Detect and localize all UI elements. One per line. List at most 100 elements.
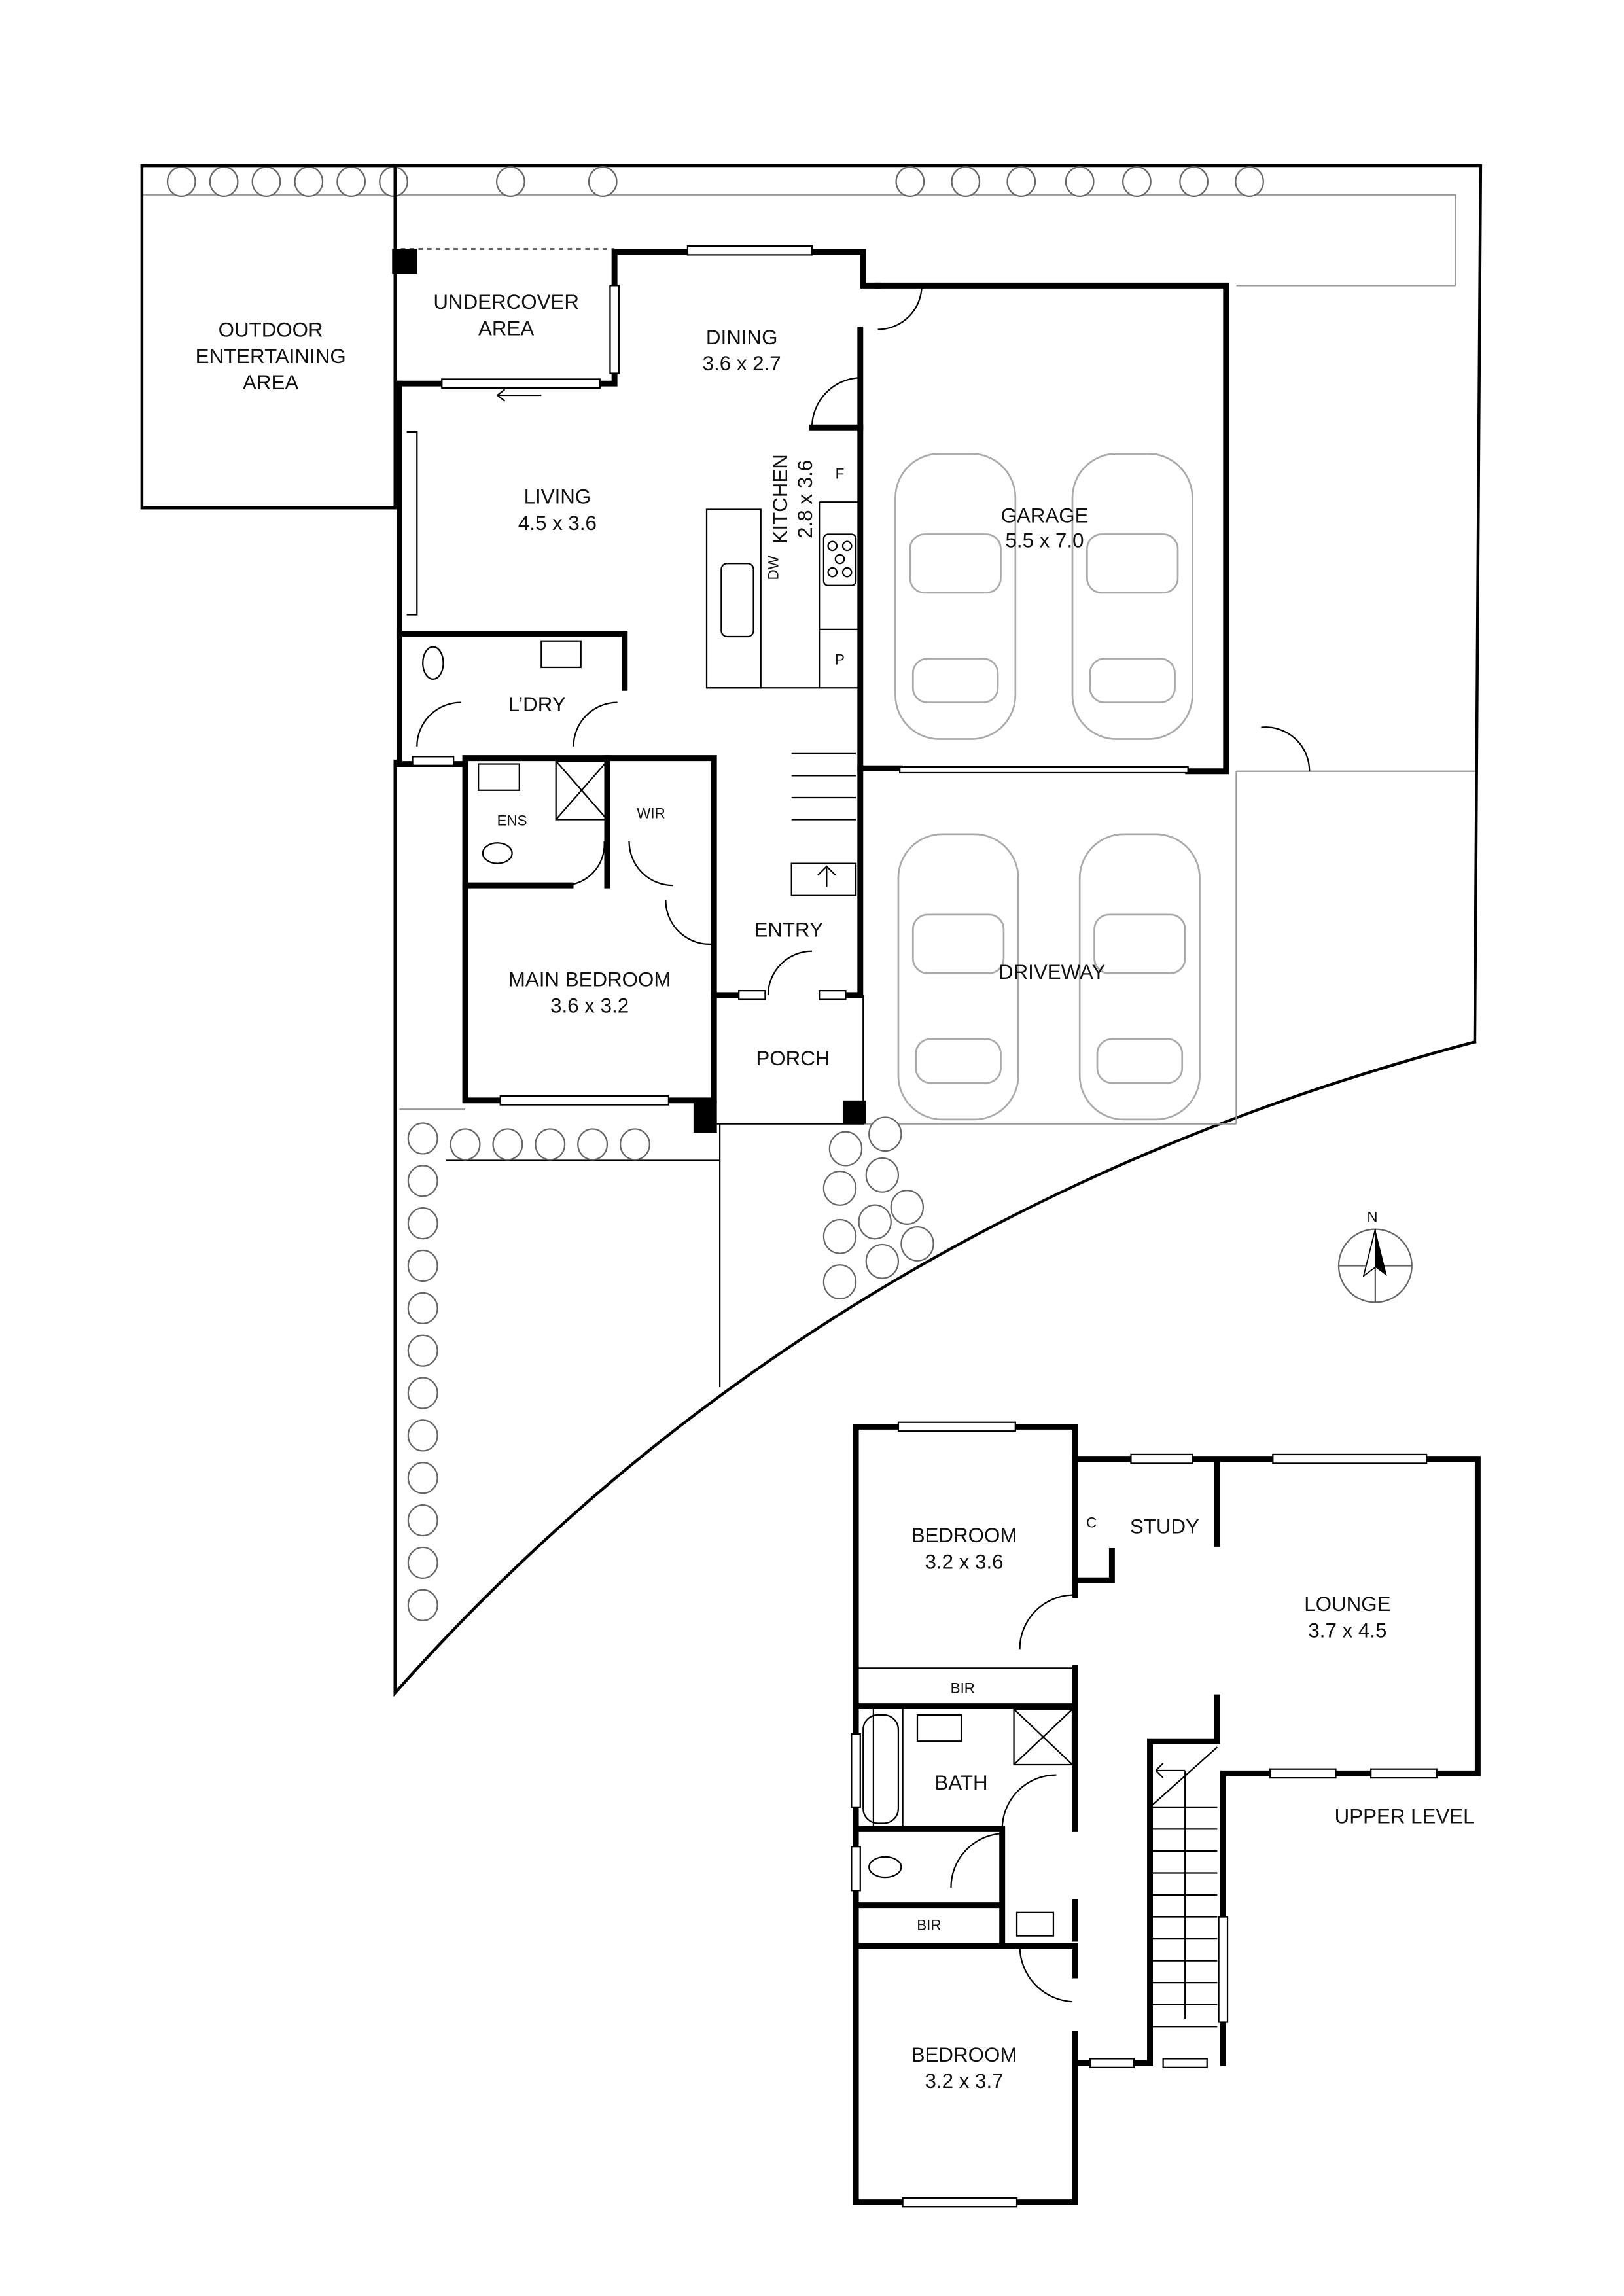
cars: [894, 453, 1201, 1121]
upper-windows: [851, 1421, 1438, 2208]
car-icon: [894, 453, 1017, 740]
undercover-outline: [394, 248, 615, 384]
tree: [407, 1546, 438, 1580]
vanity: [916, 1714, 962, 1742]
bedroom2-dims: 3.2 x 3.7: [925, 2070, 1004, 2093]
living-dims: 4.5 x 3.6: [518, 512, 597, 535]
laundry-tub: [540, 640, 582, 669]
doors: [416, 285, 1311, 995]
toilet: [868, 1856, 902, 1879]
porch-label: PORCH: [756, 1047, 830, 1070]
main-bedroom-label: MAIN BEDROOM: [508, 968, 671, 991]
bathtub: [862, 1714, 900, 1824]
tree: [1065, 166, 1095, 198]
tree: [407, 1249, 438, 1282]
living-label: LIVING: [524, 486, 591, 508]
tree: [895, 166, 925, 198]
tree: [1006, 166, 1036, 198]
toilet: [422, 646, 444, 680]
tree: [822, 1171, 857, 1206]
entry-label: ENTRY: [754, 918, 823, 941]
fixtures: [422, 533, 857, 864]
lounge-dims: 3.7 x 4.5: [1308, 1619, 1386, 1642]
tree: [209, 166, 239, 198]
tree: [822, 1218, 857, 1254]
tree: [1235, 166, 1264, 198]
outdoor-label: AREA: [243, 371, 298, 394]
driveway-label: DRIVEWAY: [998, 961, 1106, 983]
outdoor-label: ENTERTAINING: [196, 345, 346, 368]
vanity: [478, 763, 520, 791]
ensuite-label: ENS: [497, 812, 527, 828]
windows: [412, 245, 1189, 1106]
tree: [407, 1122, 438, 1155]
column-post: [693, 1100, 717, 1133]
hedge-trees: [166, 166, 1264, 1621]
bedroom2-label: BEDROOM: [911, 2043, 1017, 2066]
lounge-label: LOUNGE: [1304, 1593, 1390, 1616]
tree: [407, 1165, 438, 1197]
tree: [407, 1589, 438, 1621]
tree: [407, 1207, 438, 1240]
tree: [900, 1226, 934, 1262]
tree: [407, 1462, 438, 1494]
tree: [858, 1204, 892, 1240]
column-post: [842, 1100, 866, 1124]
shower: [1013, 1708, 1074, 1766]
bir2-label: BIR: [917, 1917, 941, 1934]
dishwasher-label: DW: [766, 555, 782, 580]
garage-dims: 5.5 x 7.0: [1005, 529, 1084, 552]
main-bedroom-dims: 3.6 x 3.2: [550, 995, 629, 1017]
car-icon: [897, 833, 1019, 1121]
tree: [251, 166, 281, 198]
laundry-label: L’DRY: [508, 693, 566, 716]
kitchen-dims: 2.8 x 3.6: [794, 460, 817, 539]
tree: [407, 1334, 438, 1367]
tree: [166, 166, 196, 198]
compass-north-label: N: [1367, 1209, 1377, 1225]
sink: [720, 563, 754, 638]
tree: [868, 1116, 902, 1152]
tree: [496, 166, 525, 198]
tree: [890, 1190, 925, 1226]
north-arrow-icon: N: [1337, 1209, 1413, 1303]
toilet: [482, 842, 513, 864]
bedroom1-label: BEDROOM: [911, 1524, 1017, 1547]
garage-label: GARAGE: [1001, 504, 1089, 527]
tree: [407, 1292, 438, 1324]
pantry-label: P: [835, 651, 845, 667]
cooktop: [822, 533, 857, 586]
wir-label: WIR: [637, 805, 665, 821]
outdoor-label: OUTDOOR: [219, 319, 323, 342]
tree: [450, 1128, 481, 1161]
study-label: STUDY: [1130, 1515, 1199, 1538]
undercover-label: AREA: [478, 317, 534, 340]
tree: [407, 1419, 438, 1452]
tree: [619, 1128, 650, 1161]
dining-label: DINING: [706, 326, 778, 349]
car-icon: [1071, 453, 1193, 740]
cupboard-label: C: [1086, 1515, 1097, 1531]
tree: [1179, 166, 1209, 198]
tree: [588, 166, 618, 198]
site-boundary: [140, 164, 1483, 1697]
fridge-label: F: [836, 466, 845, 482]
tree: [951, 166, 981, 198]
vanity: [1015, 1911, 1055, 1937]
bedroom1-dims: 3.2 x 3.6: [925, 1550, 1004, 1573]
tree: [492, 1128, 523, 1161]
dining-dims: 3.6 x 2.7: [703, 352, 781, 375]
tree: [577, 1128, 609, 1161]
tree: [407, 1504, 438, 1537]
upper-level-title: UPPER LEVEL: [1335, 1805, 1475, 1828]
tree: [535, 1128, 566, 1161]
tree: [865, 1157, 900, 1193]
undercover-label: UNDERCOVER: [433, 291, 579, 313]
bir1-label: BIR: [951, 1680, 975, 1696]
kitchen-label: KITCHEN: [769, 454, 792, 544]
column-post: [392, 249, 417, 274]
bath-label: BATH: [934, 1771, 987, 1794]
tree: [379, 166, 408, 198]
upper-doors: [862, 1594, 1074, 2003]
